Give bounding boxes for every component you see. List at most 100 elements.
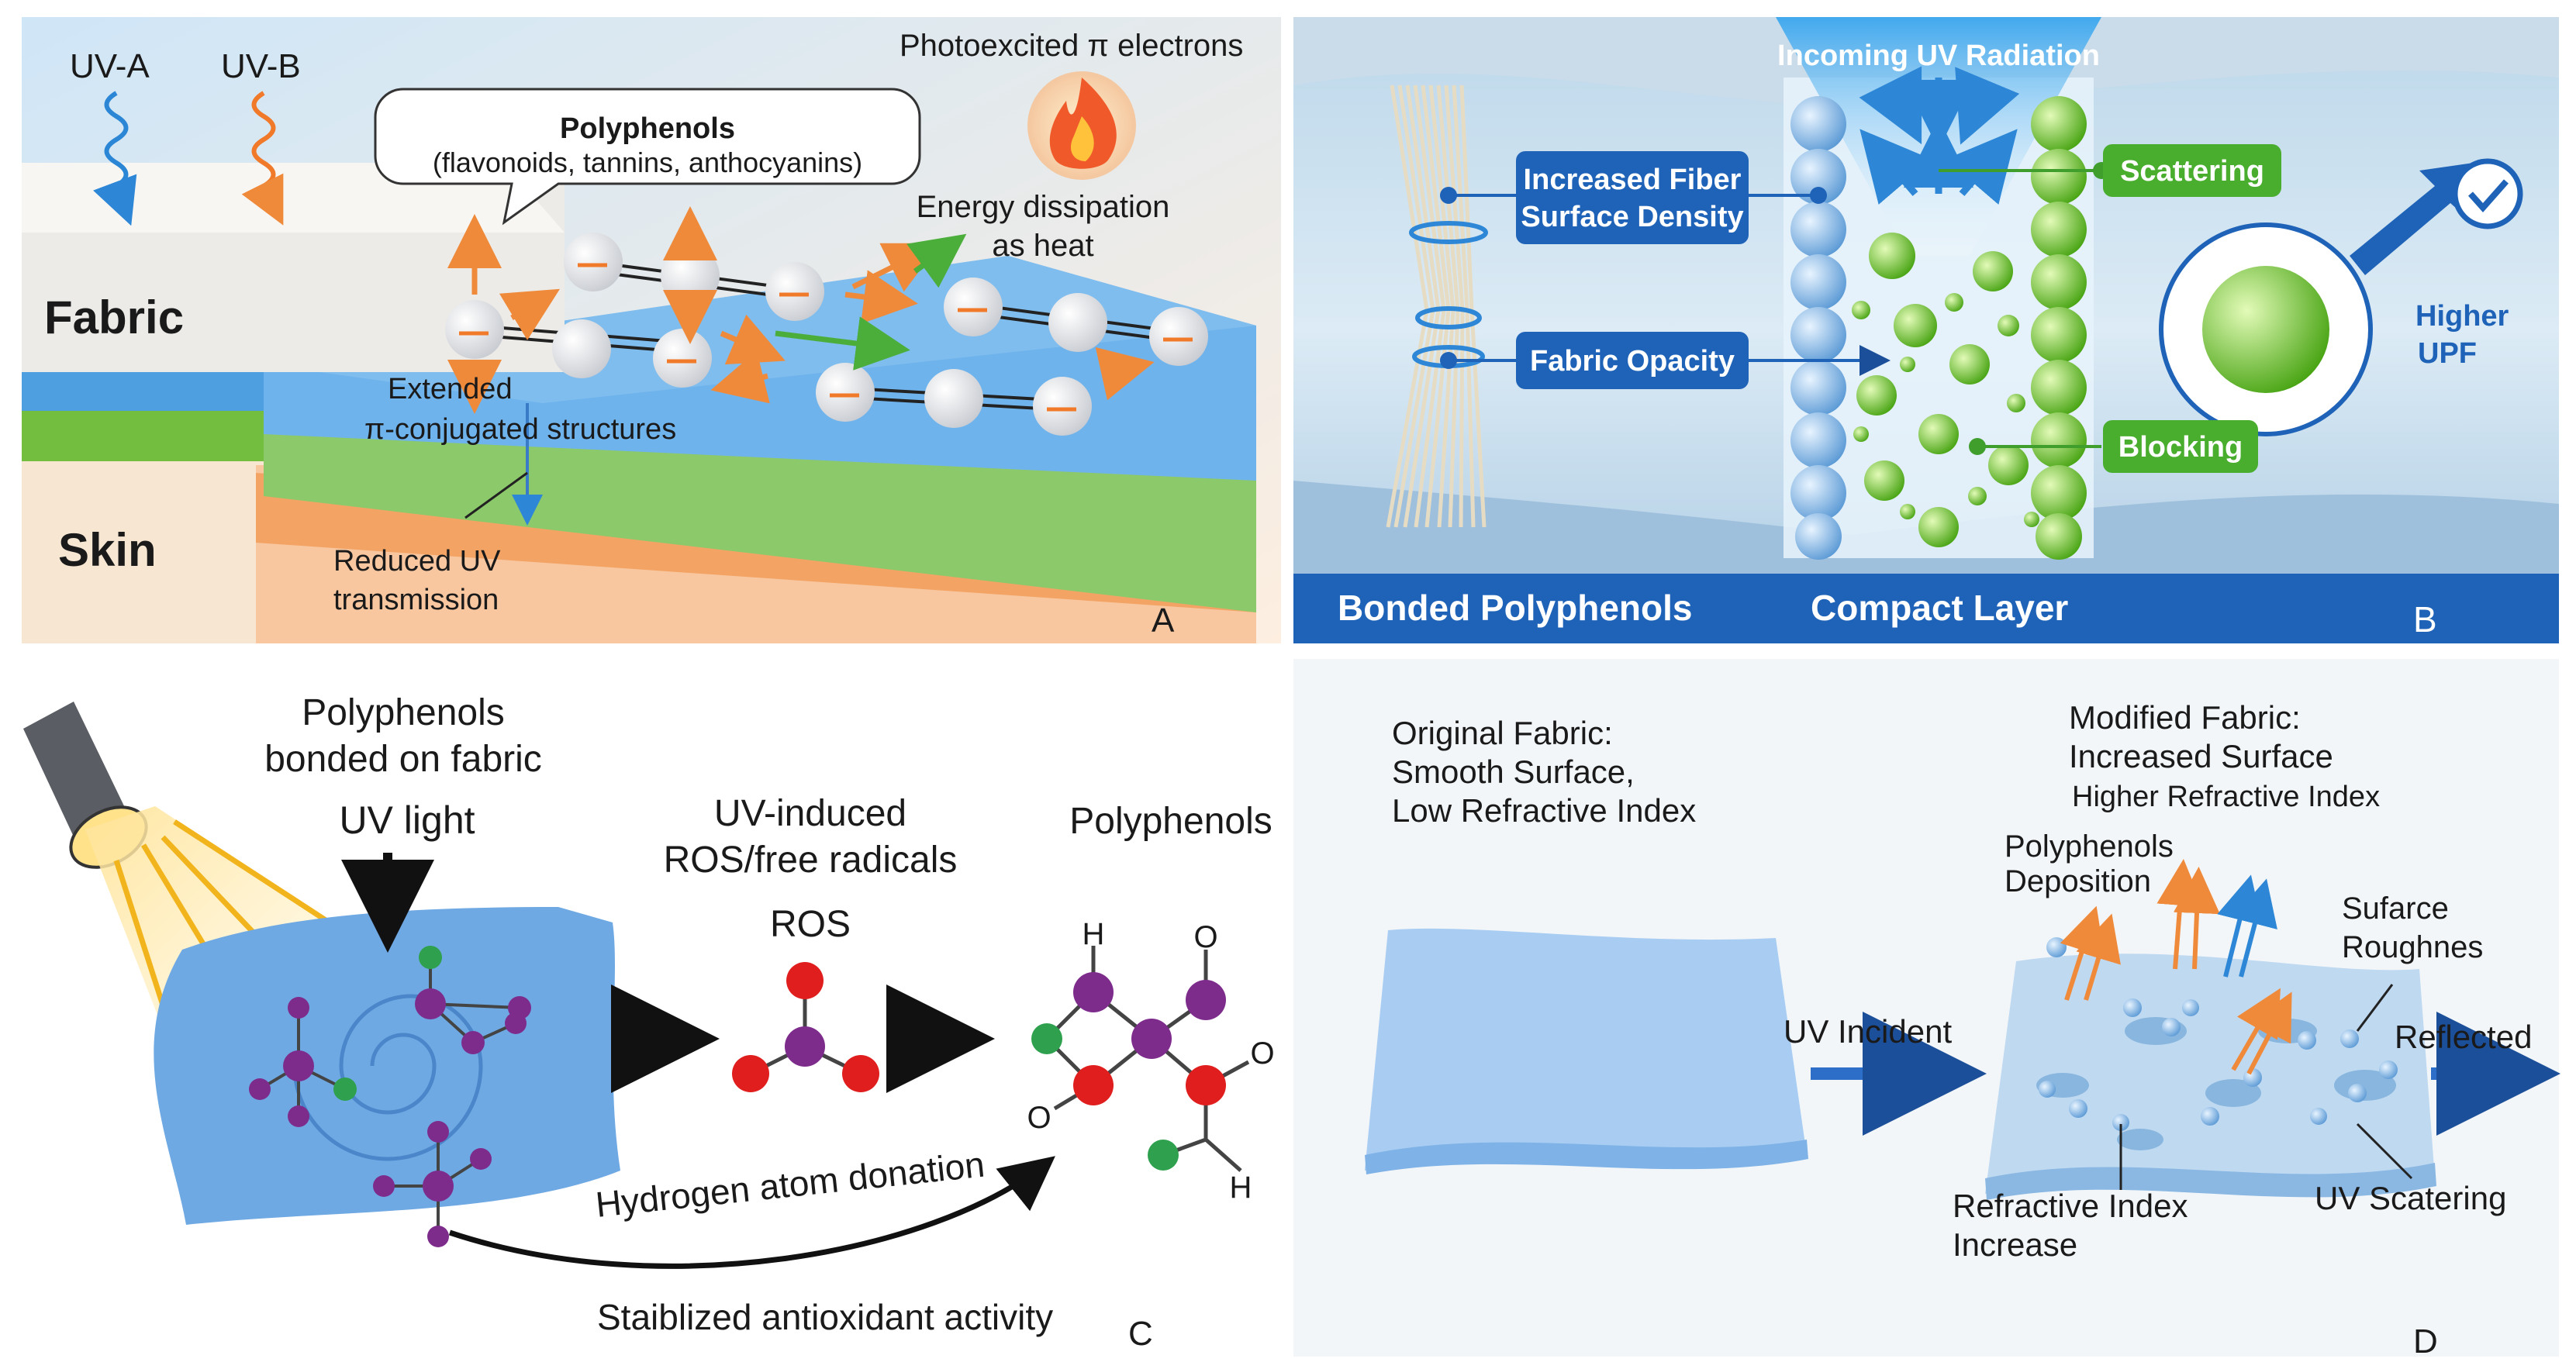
uva-wave-icon bbox=[104, 91, 129, 188]
blocking-badge bbox=[2103, 420, 2258, 473]
polyphenols-callout bbox=[374, 88, 921, 226]
uvb-arrow bbox=[241, 173, 284, 226]
uva-label: UV-A bbox=[70, 47, 150, 85]
higher-upf-label-1: Higher bbox=[2415, 300, 2509, 333]
oxygen-atom-label: O bbox=[1027, 1101, 1051, 1135]
scattering-leader-d bbox=[2356, 1122, 2413, 1180]
reduced-uv-label-1: Reduced UV bbox=[333, 545, 501, 578]
towel-molecules bbox=[249, 946, 531, 1247]
fiber-density-badge bbox=[1516, 151, 1749, 244]
hydrogen-donation-arrow bbox=[448, 1156, 1055, 1269]
deposition-label-2: Deposition bbox=[2005, 864, 2151, 898]
fabric-opacity-badge bbox=[1516, 332, 1749, 389]
fiber-dot bbox=[1440, 187, 1457, 204]
hydrogen-donation-label: Hydrogen atom donation bbox=[594, 1144, 986, 1225]
panel-a: UV-A UV-B Fabric Skin Polyphenols (flavo… bbox=[22, 17, 1281, 643]
panel-b-letter: B bbox=[2413, 599, 2437, 640]
modified-fabric-edge bbox=[1985, 1163, 2436, 1200]
checkmark-icon bbox=[2452, 158, 2523, 229]
ros-label: ROS bbox=[770, 904, 851, 945]
uv-scattering-label: UV Scatering bbox=[2315, 1180, 2506, 1216]
green-particles bbox=[1852, 233, 2039, 547]
scattering-label: Scattering bbox=[2120, 155, 2264, 188]
upf-particle bbox=[2202, 266, 2329, 393]
fabric-opacity-label: Fabric Opacity bbox=[1530, 345, 1735, 378]
fiber-band bbox=[1415, 306, 1482, 329]
deposited-polyphenols bbox=[2039, 937, 2398, 1131]
opacity-dot bbox=[1440, 352, 1457, 369]
roughness-label-2: Roughnes bbox=[2342, 930, 2483, 964]
scattering-badge bbox=[2103, 144, 2281, 197]
blocking-dot bbox=[1969, 438, 1986, 455]
hydrogen-atom-label: H bbox=[1083, 917, 1105, 951]
roughness-label-1: Sufarce bbox=[2342, 891, 2449, 926]
bonded-label-2: bonded on fabric bbox=[264, 739, 542, 780]
blue-particle-column bbox=[1790, 96, 1846, 560]
towel-swirl bbox=[292, 994, 483, 1161]
uv-induced-label-1: UV-induced bbox=[714, 793, 906, 834]
panel-b: Incoming UV Radiation Increased Fiber Su… bbox=[1293, 17, 2559, 643]
energy-arrows bbox=[447, 206, 1155, 414]
modified-fabric-sheet bbox=[1985, 953, 2435, 1194]
original-fabric-label-2: Smooth Surface, bbox=[1392, 753, 1635, 790]
blocking-label: Blocking bbox=[2118, 431, 2243, 464]
modified-fabric-label-1: Modified Fabric: bbox=[2069, 699, 2301, 736]
ros-molecule bbox=[732, 962, 879, 1092]
uv-light-label: UV light bbox=[339, 798, 475, 842]
modified-fabric-label-3: Higher Refractive Index bbox=[2072, 781, 2380, 813]
reduced-uv-leader bbox=[464, 471, 528, 519]
original-fabric-label-1: Original Fabric: bbox=[1392, 715, 1613, 751]
oxygen-atom-label: O bbox=[1193, 920, 1217, 954]
green-layer-left bbox=[22, 403, 278, 461]
original-fabric-edge bbox=[1365, 1140, 1808, 1174]
uva-arrow bbox=[93, 174, 137, 226]
skin-label: Skin bbox=[58, 524, 157, 576]
modified-fabric-label-2: Increased Surface bbox=[2069, 738, 2333, 774]
bonded-label-1: Polyphenols bbox=[302, 692, 505, 733]
reflected-label: Reflected bbox=[2395, 1019, 2532, 1055]
uv-induced-label-2: ROS/free radicals bbox=[664, 840, 958, 881]
higher-upf-label-2: UPF bbox=[2418, 337, 2477, 370]
deposition-label-1: Polyphenols bbox=[2005, 829, 2174, 864]
incoming-uv-label: Incoming UV Radiation bbox=[1777, 40, 2100, 72]
extended-label-2: π-conjugated structures bbox=[364, 413, 676, 446]
polyphenols-title: Polyphenols bbox=[560, 112, 735, 145]
original-fabric-label-3: Low Refractive Index bbox=[1392, 792, 1696, 829]
panel-c: Polyphenols bonded on fabric UV light UV… bbox=[23, 692, 1275, 1353]
fiber-band bbox=[1409, 221, 1488, 244]
reduced-uv-label-2: transmission bbox=[333, 584, 499, 616]
bonded-polyphenols-label: Bonded Polyphenols bbox=[1338, 588, 1692, 628]
energy-label-2: as heat bbox=[992, 229, 1093, 263]
refractive-index-label-2: Increase bbox=[1953, 1226, 2077, 1263]
oxygen-atom-label: O bbox=[1250, 1036, 1274, 1071]
uv-incident-label: UV Incident bbox=[1784, 1013, 1952, 1050]
reflected-uv-arrows bbox=[2060, 859, 2292, 1075]
stabilized-label: Staiblized antioxidant activity bbox=[597, 1297, 1053, 1337]
panel-d: Original Fabric: Smooth Surface, Low Ref… bbox=[1293, 659, 2560, 1360]
incoming-uv-arrows bbox=[1859, 66, 2020, 205]
energy-label-1: Energy dissipation bbox=[917, 190, 1170, 224]
panel-a-letter: A bbox=[1152, 602, 1175, 640]
panel-d-letter: D bbox=[2413, 1322, 2438, 1360]
panel-c-letter: C bbox=[1128, 1315, 1153, 1353]
fiber-dot-right bbox=[1810, 187, 1827, 204]
uvb-label: UV-B bbox=[221, 47, 301, 85]
uvb-wave-icon bbox=[251, 91, 276, 188]
panel-b-footer-bar bbox=[1293, 574, 2559, 643]
polyphenols-product-label: Polyphenols bbox=[1069, 801, 1272, 842]
upf-arrow bbox=[2350, 163, 2474, 275]
fabric-label: Fabric bbox=[44, 291, 184, 343]
roughness-leader bbox=[2356, 984, 2394, 1032]
fabric-towel bbox=[154, 907, 620, 1225]
fiber-density-label-2: Surface Density bbox=[1521, 201, 1743, 233]
refractive-index-label-1: Refractive Index bbox=[1953, 1188, 2188, 1224]
polyphenol-molecule bbox=[1031, 946, 1250, 1172]
polyphenols-subtitle: (flavonoids, tannins, anthocyanins) bbox=[433, 147, 862, 178]
hydrogen-atom-label: H bbox=[1230, 1171, 1252, 1205]
compact-layer-label: Compact Layer bbox=[1811, 588, 2068, 628]
fire-icon bbox=[1027, 71, 1136, 180]
green-particle-column bbox=[2031, 96, 2087, 560]
fiber-density-label-1: Increased Fiber bbox=[1524, 164, 1742, 196]
photoexcited-label: Photoexcited π electrons bbox=[900, 29, 1243, 63]
